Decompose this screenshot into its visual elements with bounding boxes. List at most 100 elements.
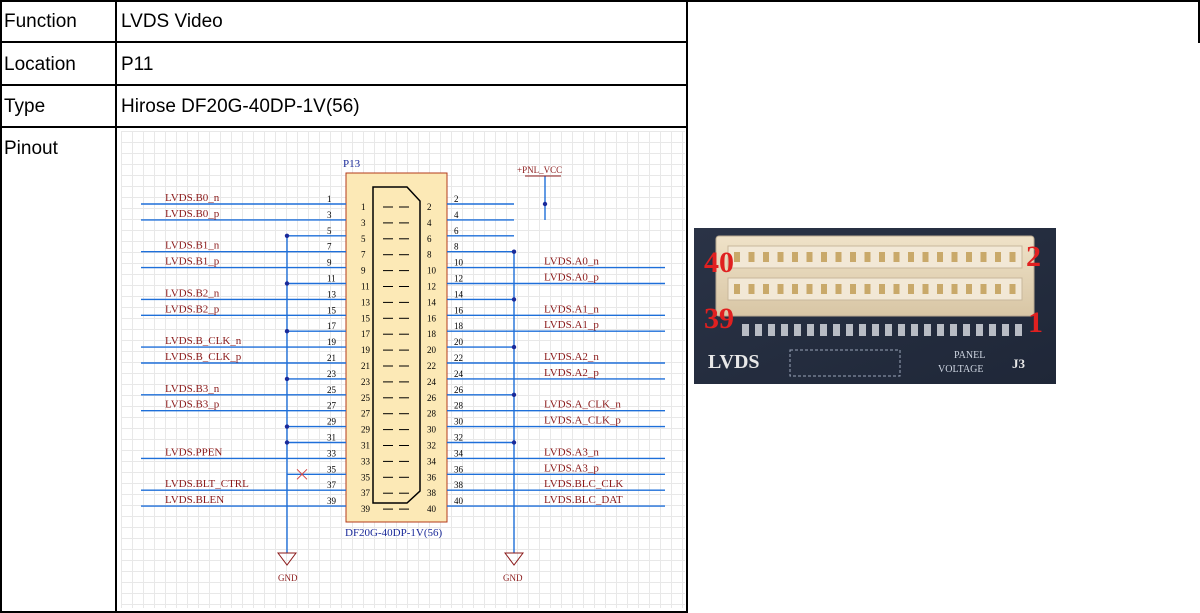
pin-num-left-19: 19 [327, 337, 337, 347]
pin-num-left-23: 23 [327, 369, 337, 379]
pin-inner-left-11: 11 [361, 282, 370, 292]
silk-panel: PANEL [954, 350, 985, 361]
pin-num-left-27: 27 [327, 401, 337, 411]
net-label-right-28: LVDS.A_CLK_n [544, 399, 621, 411]
net-label-left-19: LVDS.B_CLK_n [165, 335, 242, 347]
pin-num-left-29: 29 [327, 417, 337, 427]
row-label-pinout: Pinout [4, 138, 58, 159]
net-label-right-12: LVDS.A0_p [544, 272, 599, 284]
pin-inner-right-30: 30 [427, 425, 437, 435]
pin-num-right-12: 12 [454, 274, 463, 284]
pin-num-left-35: 35 [327, 464, 337, 474]
header-pin [850, 284, 856, 294]
pin-inner-right-12: 12 [427, 282, 436, 292]
solder-pad [885, 324, 892, 336]
net-label-left-27: LVDS.B3_p [165, 399, 220, 411]
pin-num-right-20: 20 [454, 337, 464, 347]
gnd-label-left: GND [278, 573, 298, 583]
solder-pad [807, 324, 814, 336]
solder-pad [963, 324, 970, 336]
left-junction [284, 281, 290, 286]
pin-inner-right-40: 40 [427, 504, 437, 514]
pin-num-right-40: 40 [454, 496, 464, 506]
solder-pad [924, 324, 931, 336]
header-pin [893, 284, 900, 294]
net-label-right-36: LVDS.A3_p [544, 462, 599, 474]
header-pin [893, 252, 900, 262]
left-junction [284, 376, 290, 382]
pin-inner-right-28: 28 [427, 409, 437, 419]
pin-inner-left-13: 13 [361, 297, 371, 307]
pin-inner-right-26: 26 [427, 393, 437, 403]
pin-inner-left-17: 17 [361, 329, 371, 339]
net-label-left-9: LVDS.B1_p [165, 256, 220, 268]
pin-num-left-15: 15 [327, 305, 337, 315]
pin-num-right-26: 26 [454, 385, 464, 395]
net-label-left-39: LVDS.BLEN [165, 494, 224, 506]
pin-num-left-7: 7 [327, 242, 332, 252]
net-label-right-24: LVDS.A2_p [544, 367, 599, 379]
net-label-right-10: LVDS.A0_n [544, 256, 599, 268]
pin-inner-right-34: 34 [427, 456, 437, 466]
header-pin [806, 284, 813, 294]
net-label-left-15: LVDS.B2_p [165, 303, 220, 315]
pin-label-39: 39 [704, 302, 734, 335]
ground-symbol-right [504, 552, 524, 566]
pin-inner-left-3: 3 [361, 218, 366, 228]
header-pin [1009, 284, 1016, 294]
pin-inner-left-35: 35 [361, 472, 371, 482]
solder-pad [768, 324, 775, 336]
net-label-left-3: LVDS.B0_p [165, 208, 220, 220]
pin-num-right-32: 32 [454, 433, 463, 443]
header-slot-top [727, 245, 1023, 269]
solder-pad [781, 324, 788, 336]
net-label-left-33: LVDS.PPEN [165, 446, 222, 458]
pin-num-left-11: 11 [327, 274, 336, 284]
net-label-right-16: LVDS.A1_n [544, 303, 599, 315]
solder-pad [755, 324, 762, 336]
pin-num-right-22: 22 [454, 353, 463, 363]
header-pin [879, 284, 885, 294]
connector-part: DF20G-40DP-1V(56) [345, 527, 443, 539]
pin-inner-left-39: 39 [361, 504, 371, 514]
pinout-schematic: P13 DF20G-40DP-1V(56) +PNL_VCC GND GND 1… [121, 131, 685, 608]
pin-num-right-34: 34 [454, 448, 464, 458]
header-pin [763, 252, 769, 262]
header-pin [777, 252, 784, 262]
no-connect-mark [296, 468, 308, 480]
pin-inner-right-10: 10 [427, 266, 437, 276]
net-label-right-38: LVDS.BLC_CLK [544, 478, 623, 490]
connector-ref: P13 [343, 158, 361, 170]
silk-voltage: VOLTAGE [938, 364, 984, 375]
pin-inner-left-15: 15 [361, 313, 371, 323]
schematic-svg: P13 DF20G-40DP-1V(56) +PNL_VCC GND GND 1… [141, 158, 665, 583]
pin-num-right-14: 14 [454, 289, 464, 299]
right-junction [511, 249, 517, 254]
net-label-left-21: LVDS.B_CLK_p [165, 351, 242, 363]
net-label-left-1: LVDS.B0_n [165, 192, 220, 204]
header-pin [734, 252, 740, 262]
solder-pad [742, 324, 749, 336]
pin-inner-right-16: 16 [427, 313, 437, 323]
pin-num-right-4: 4 [454, 210, 459, 220]
pin-num-right-2: 2 [454, 194, 459, 204]
pin-inner-right-2: 2 [427, 202, 432, 212]
solder-pad [794, 324, 801, 336]
header-pin [995, 252, 1001, 262]
solder-pad [911, 324, 918, 336]
header-pin [937, 284, 943, 294]
header-pin [734, 284, 740, 294]
pin-num-right-8: 8 [454, 242, 459, 252]
pin-num-right-30: 30 [454, 417, 464, 427]
left-junction [284, 329, 290, 334]
pin-num-right-16: 16 [454, 305, 464, 315]
header-pin [980, 252, 987, 262]
left-junction [284, 424, 290, 429]
pin-num-left-21: 21 [327, 353, 336, 363]
header-pin [821, 252, 827, 262]
row-value-type: Hirose DF20G-40DP-1V(56) [121, 96, 360, 117]
pin-num-left-37: 37 [327, 480, 337, 490]
header-pin [995, 284, 1001, 294]
row-label-type: Type [4, 96, 46, 117]
